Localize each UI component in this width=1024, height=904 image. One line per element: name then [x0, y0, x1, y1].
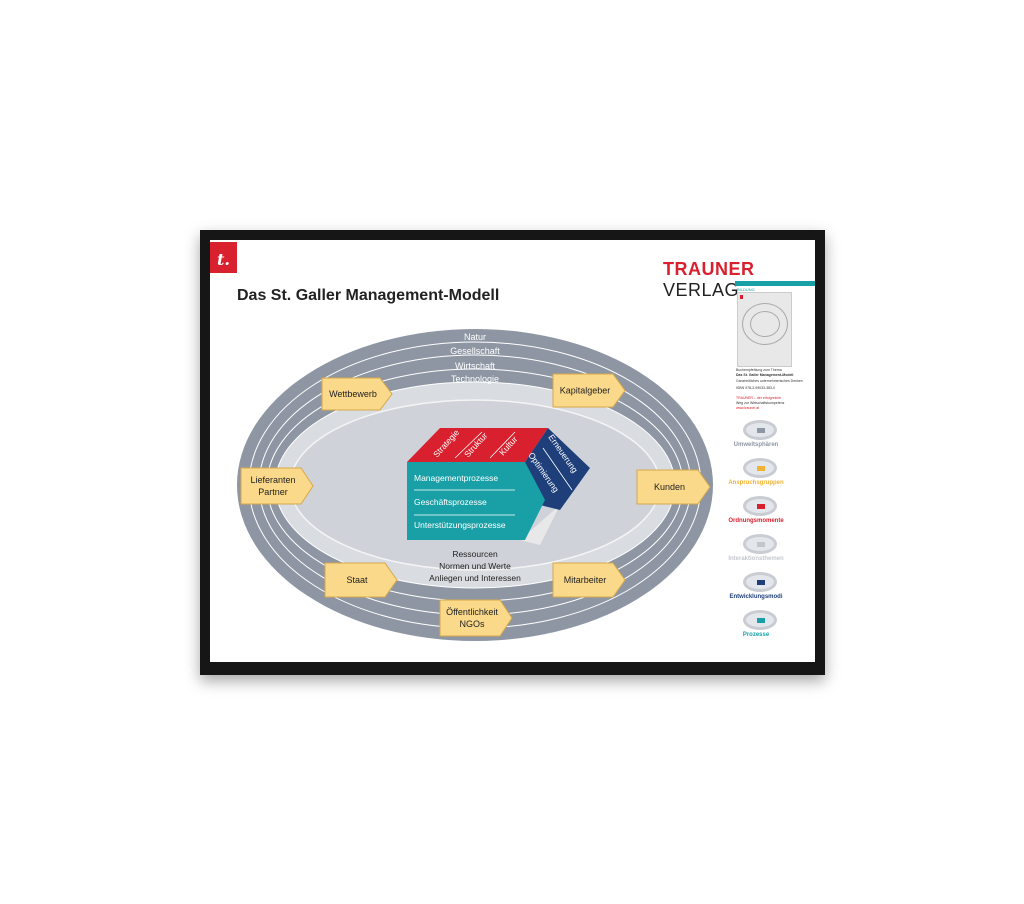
stakeholder-label: Partner	[258, 487, 288, 497]
book-line: Das St. Galler Management-Modell	[736, 373, 794, 377]
arrow-shape	[321, 377, 393, 411]
page-title: Das St. Galler Management-Modell	[237, 287, 500, 304]
brand-a: TRAUNER	[663, 259, 755, 279]
promo-line: TRAUNER – der erfolgreiche	[736, 396, 782, 400]
stakeholder-label: NGOs	[459, 619, 485, 629]
legend-item: Entwicklungsmodi	[729, 572, 785, 600]
legend-item: Anspruchsgruppen	[728, 458, 785, 486]
model-thumbnail-icon	[743, 420, 777, 440]
ordnung-label: Strategie	[431, 427, 461, 459]
interaction-label: Anliegen und Interessen	[429, 573, 521, 583]
ring-line	[248, 341, 702, 629]
interaction-ellipse	[289, 399, 661, 571]
entwicklungsmodi-face	[525, 428, 590, 510]
trauner-logo: t.	[210, 242, 237, 273]
arrow-shape	[240, 467, 314, 505]
stakeholder-wettbewerb: Wettbewerb	[321, 377, 393, 411]
ring-label: Natur	[464, 332, 486, 342]
arrow-shape	[636, 469, 711, 505]
stakeholder-label: Kunden	[654, 482, 685, 492]
ordnungsmomente-face	[407, 428, 548, 462]
model-thumbnail-icon	[743, 458, 777, 478]
brand-b: VERLAG	[663, 280, 740, 300]
ring-label: Technologie	[451, 374, 499, 384]
legend-label: Entwicklungsmodi	[729, 594, 783, 600]
process-label: Geschäftsprozesse	[414, 497, 487, 507]
section-label: BILDUNG	[737, 287, 755, 292]
promo-link[interactable]: www.trauner.at	[736, 406, 760, 410]
legend-label: Prozesse	[742, 632, 770, 638]
interaction-label: Normen und Werte	[439, 561, 511, 571]
model-thumbnail-icon	[743, 610, 777, 630]
legend-item: Interaktionsthemen	[728, 534, 785, 562]
prozesse-face	[407, 462, 545, 540]
inner-ellipse	[274, 381, 676, 589]
section-bar	[735, 281, 815, 286]
entwicklung-label: Erneuerung	[546, 432, 580, 474]
stakeholder-label: Staat	[346, 575, 368, 585]
stakeholder-label: Lieferanten	[250, 475, 295, 485]
stakeholder-kunden: Kunden	[636, 469, 711, 505]
ring-label: Gesellschaft	[450, 346, 500, 356]
ring-line	[258, 354, 692, 616]
entwicklung-label: Optimierung	[526, 450, 561, 494]
legend-item: Umweltsphären	[734, 420, 785, 448]
legend-label: Anspruchsgruppen	[728, 480, 784, 486]
legend-item: Ordnungsmomente	[728, 496, 785, 524]
ordnung-label: Kultur	[497, 434, 519, 457]
legend-item: Prozesse	[735, 610, 785, 638]
arrow-shape	[439, 599, 513, 637]
arrow-shape	[324, 562, 398, 598]
cube-shadow	[520, 505, 560, 545]
stakeholder-label: Mitarbeiter	[564, 575, 607, 585]
stakeholder-kapitalgeber: Kapitalgeber	[552, 373, 626, 408]
model-thumbnail-icon	[743, 572, 777, 592]
book-line: Buchempfehlung zum Thema	[736, 368, 782, 372]
stakeholder-label: Wettbewerb	[329, 389, 377, 399]
outer-ellipse	[237, 329, 713, 641]
ordnung-label: Struktur	[462, 430, 489, 459]
stakeholder-label: Kapitalgeber	[560, 386, 611, 396]
ring-line	[266, 368, 684, 602]
model-thumbnail-icon	[743, 496, 777, 516]
brand-name: TRAUNER VERLAG	[663, 259, 815, 301]
stakeholder-mitarbeiter: Mitarbeiter	[552, 562, 626, 598]
arrow-shape	[552, 562, 626, 598]
legend-label: Ordnungsmomente	[728, 518, 784, 524]
legend-label: Umweltsphären	[733, 442, 779, 448]
process-label: Managementprozesse	[414, 473, 498, 483]
promo-line: Weg zur Wirtschaftskompetenz	[736, 401, 785, 405]
poster: t. Das St. Galler Management-Modell TRAU…	[210, 240, 815, 662]
book-cover-image	[737, 292, 792, 367]
arrow-shape	[552, 373, 626, 408]
ring-label: Wirtschaft	[455, 361, 496, 371]
book-line: Ganzheitliches unternehmerisches Denken	[736, 379, 803, 383]
interaction-label: Ressourcen	[452, 549, 498, 559]
legend-label: Interaktionsthemen	[728, 556, 784, 562]
process-label: Unterstützungsprozesse	[414, 520, 506, 530]
book-line: ISBN 978-3-99033-383-0	[736, 386, 776, 390]
stakeholder-label: Öffentlichkeit	[446, 607, 498, 617]
model-thumbnail-icon	[743, 534, 777, 554]
stakeholder-staat: Staat	[324, 562, 398, 598]
